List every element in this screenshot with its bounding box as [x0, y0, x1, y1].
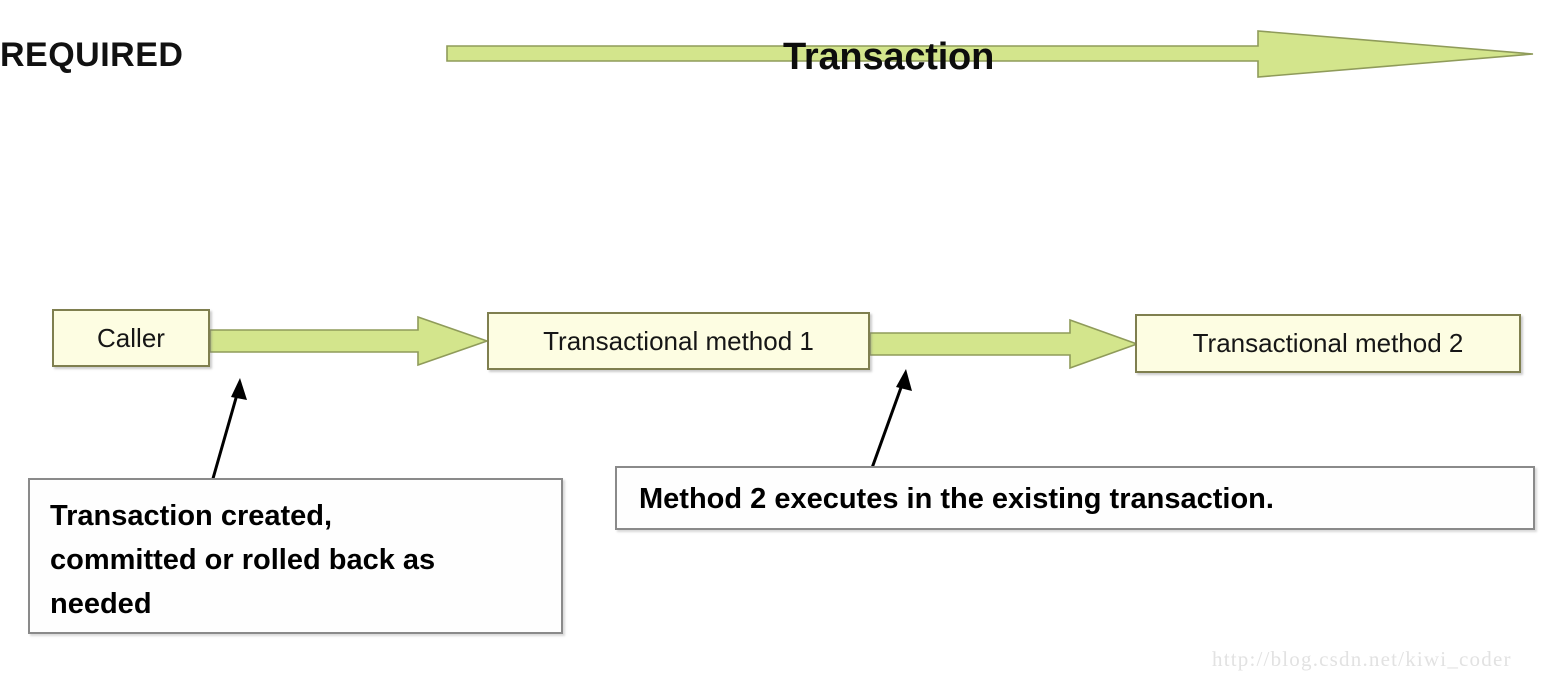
- callout-left-line-1: Transaction created,: [50, 500, 333, 532]
- flow-arrow-method1-to-method2-icon: [869, 318, 1140, 370]
- callout-transaction-created: Transaction created, committed or rolled…: [28, 478, 563, 634]
- flow-arrow-caller-to-method1-icon: [209, 315, 490, 367]
- leader-line-right-icon: [870, 369, 912, 469]
- callout-left-line-2: committed or rolled back as: [50, 544, 436, 576]
- process-box-caller: Caller: [52, 309, 210, 367]
- callout-method2-existing-transaction: Method 2 executes in the existing transa…: [615, 466, 1535, 530]
- page-title: REQUIRED: [0, 36, 184, 74]
- process-box-transactional-method-2: Transactional method 2: [1135, 314, 1521, 373]
- watermark: http://blog.csdn.net/kiwi_coder: [1212, 647, 1512, 671]
- callout-left-line-3: needed: [50, 588, 152, 620]
- process-box-transactional-method-1: Transactional method 1: [487, 312, 870, 370]
- transaction-scope-arrow-icon: [446, 30, 1534, 78]
- transaction-scope-label: Transaction: [783, 36, 995, 78]
- leader-line-left-icon: [210, 378, 247, 483]
